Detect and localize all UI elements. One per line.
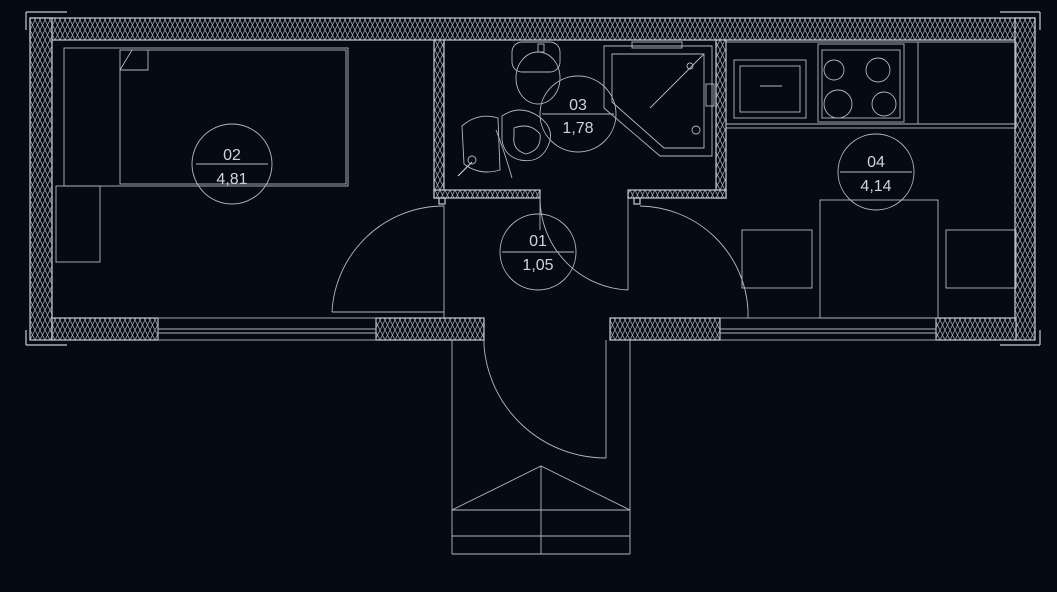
- chair-right: [945, 229, 1017, 289]
- chair-left: [741, 229, 813, 289]
- room-number-03: 03: [569, 97, 587, 114]
- room-area-03: 1,78: [562, 120, 593, 137]
- room-area-01: 1,05: [522, 257, 553, 274]
- bed: [55, 47, 349, 263]
- kitchen-sink: [733, 59, 807, 119]
- room-tag-03: 03 1,78: [539, 75, 617, 153]
- interior-walls: [433, 39, 727, 205]
- room-number-04: 04: [867, 154, 885, 171]
- washbasin: [457, 109, 551, 179]
- room-tag-04: 04 4,14: [837, 133, 915, 211]
- shower-tray: [603, 41, 715, 157]
- room-tag-02: 02 4,81: [191, 123, 273, 205]
- room-tag-01: 01 1,05: [499, 213, 577, 291]
- windows: [157, 317, 937, 341]
- entrance-porch: [451, 340, 631, 555]
- room-number-02: 02: [223, 147, 241, 164]
- room-area-02: 4,81: [216, 171, 247, 188]
- toilet: [511, 41, 561, 105]
- bathroom-fixtures: [457, 41, 715, 179]
- kitchen-furniture: [725, 41, 1017, 319]
- cooktop: [817, 43, 905, 123]
- dining-table: [819, 199, 939, 319]
- exterior-walls: [25, 11, 1041, 346]
- room-number-01: 01: [529, 233, 547, 250]
- room-area-04: 4,14: [860, 178, 891, 195]
